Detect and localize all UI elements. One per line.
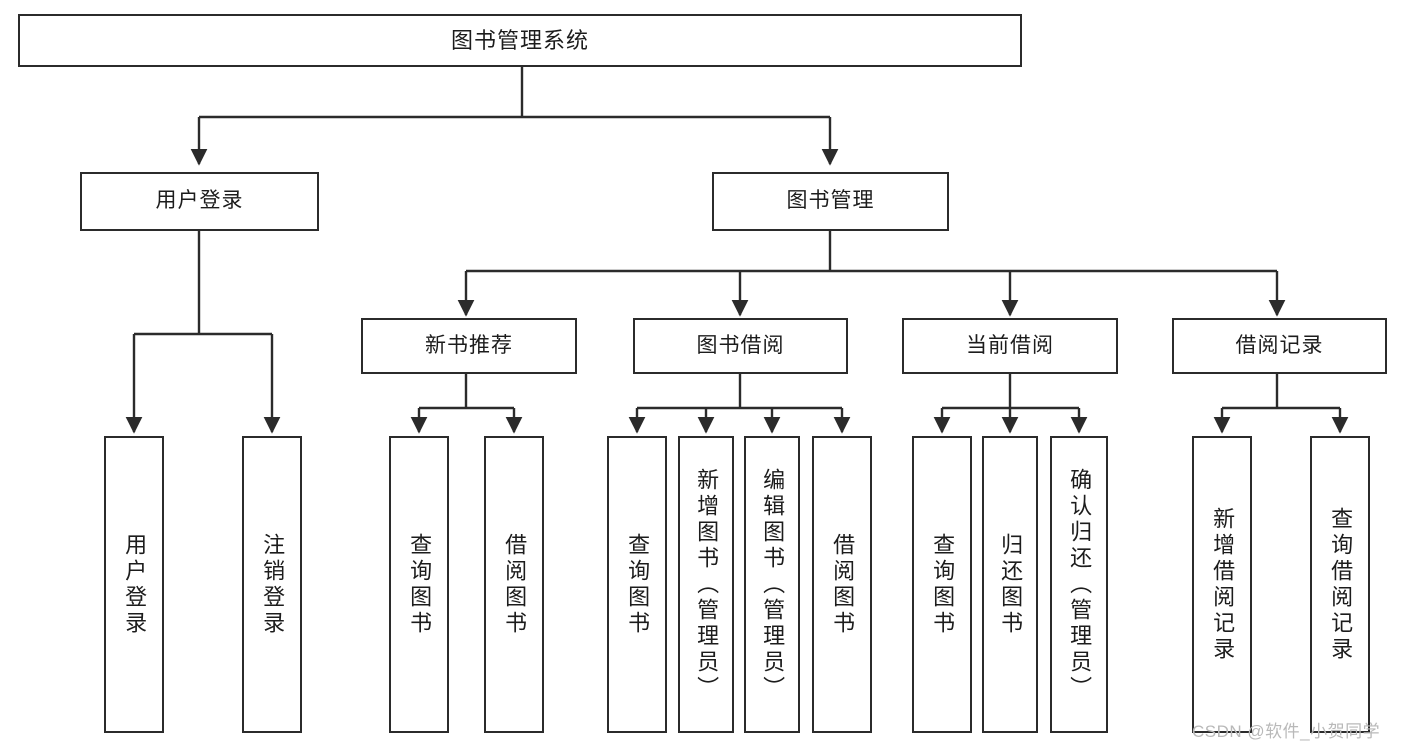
node-label: 编辑图书（管理员） (760, 467, 786, 702)
leaf-user-login-login[interactable]: 用户登录 (104, 436, 164, 733)
node-label: 用户登录 (122, 532, 148, 637)
node-label: 归还图书 (998, 532, 1024, 637)
node-label: 借阅图书 (830, 532, 856, 637)
node-user-login[interactable]: 用户登录 (80, 172, 319, 231)
node-label: 查询借阅记录 (1328, 506, 1354, 663)
node-book-management[interactable]: 图书管理 (712, 172, 949, 231)
node-label: 图书管理系统 (450, 27, 589, 53)
node-label: 新增借阅记录 (1210, 506, 1236, 663)
leaf-recommend-query-book[interactable]: 查询图书 (389, 436, 449, 733)
node-label: 当前借阅 (966, 333, 1054, 357)
node-label: 查询图书 (407, 532, 433, 637)
leaf-recommend-borrow-book[interactable]: 借阅图书 (484, 436, 544, 733)
node-label: 查询图书 (930, 532, 956, 637)
node-label: 借阅记录 (1235, 333, 1324, 357)
node-label: 图书管理 (786, 189, 875, 213)
watermark: CSDN @软件_小贺同学 (1192, 722, 1381, 741)
node-label: 确认归还（管理员） (1067, 467, 1093, 702)
node-label: 注销登录 (260, 532, 286, 637)
node-book-borrow[interactable]: 图书借阅 (633, 318, 848, 374)
leaf-current-query-book[interactable]: 查询图书 (912, 436, 972, 733)
node-label: 图书借阅 (696, 333, 785, 357)
node-label: 查询图书 (625, 532, 651, 637)
leaf-borrow-query-book[interactable]: 查询图书 (607, 436, 667, 733)
node-label: 新书推荐 (425, 333, 513, 357)
leaf-borrow-edit-book-admin[interactable]: 编辑图书（管理员） (744, 436, 800, 733)
leaf-record-add-record[interactable]: 新增借阅记录 (1192, 436, 1252, 733)
leaf-borrow-borrow-book[interactable]: 借阅图书 (812, 436, 872, 733)
leaf-current-confirm-return-admin[interactable]: 确认归还（管理员） (1050, 436, 1108, 733)
node-label: 新增图书（管理员） (694, 467, 720, 702)
leaf-current-return-book[interactable]: 归还图书 (982, 436, 1038, 733)
node-label: 借阅图书 (502, 532, 528, 637)
node-borrow-record[interactable]: 借阅记录 (1172, 318, 1387, 374)
leaf-user-login-logout[interactable]: 注销登录 (242, 436, 302, 733)
node-current-borrow[interactable]: 当前借阅 (902, 318, 1118, 374)
leaf-borrow-add-book-admin[interactable]: 新增图书（管理员） (678, 436, 734, 733)
node-new-book-recommend[interactable]: 新书推荐 (361, 318, 577, 374)
node-label: 用户登录 (155, 189, 244, 213)
leaf-record-query-record[interactable]: 查询借阅记录 (1310, 436, 1370, 733)
node-root-system[interactable]: 图书管理系统 (18, 14, 1022, 67)
